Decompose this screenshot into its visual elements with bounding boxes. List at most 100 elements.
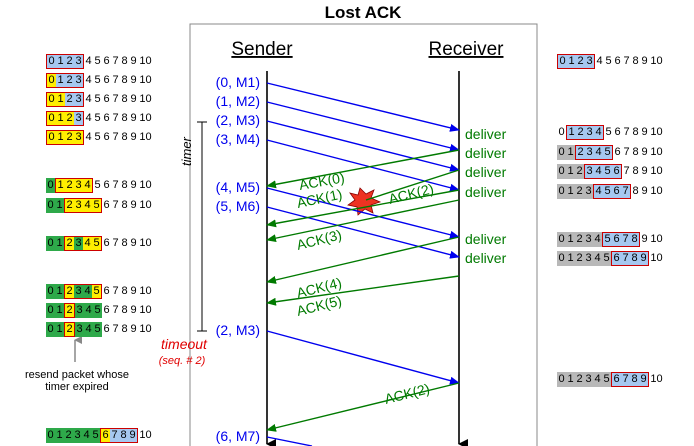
seq-cell: 1 [566, 164, 575, 179]
deliver-label: deliver [465, 145, 507, 161]
seq-cell: 5 [602, 232, 612, 247]
sender-label: Sender [231, 39, 293, 60]
seq-cell: 4 [82, 428, 91, 443]
seq-cell: 0 [557, 251, 566, 266]
seq-cell: 5 [602, 251, 611, 266]
seq-cell: 6 [614, 55, 621, 67]
ack-label: ACK(3) [295, 226, 343, 253]
ack-arrow [266, 199, 460, 243]
seq-cell: 2 [64, 198, 74, 213]
seq-cell: 3 [584, 232, 593, 247]
seq-cell: 6 [611, 372, 621, 387]
seq-cell: 1 [566, 125, 576, 140]
seq-cell: 6 [103, 237, 110, 249]
seq-cell: 1 [55, 322, 64, 337]
seq-cell: 7 [621, 251, 630, 266]
sender-event-label: (2, M3) [216, 322, 260, 338]
deliver-label: deliver [465, 164, 507, 180]
seq-cell: 1 [566, 372, 575, 387]
seq-cell: 6 [103, 199, 110, 211]
seq-cell: 2 [575, 232, 584, 247]
seq-cell: 5 [603, 164, 612, 179]
seq-cell: 1 [56, 73, 65, 88]
seq-cell: 8 [121, 112, 128, 124]
seq-cell: 9 [641, 185, 648, 197]
seq-cell: 3 [74, 92, 84, 107]
seq-cell: 2 [64, 284, 74, 299]
ack-label: ACK(2) [383, 380, 431, 407]
sender-event-label: (3, M4) [216, 131, 260, 147]
seq-cell: 10 [139, 199, 152, 211]
seq-cell: 0 [557, 164, 566, 179]
seq-cell: 3 [585, 145, 594, 160]
seq-cell: 3 [74, 236, 83, 251]
seq-cell: 0 [557, 145, 566, 160]
seq-cell: 7 [112, 74, 119, 86]
seq-cell: 10 [650, 185, 663, 197]
seq-cell: 8 [630, 232, 640, 247]
seq-cell: 10 [650, 373, 663, 385]
seq-cell: 9 [130, 55, 137, 67]
seq-cell: 0 [46, 178, 55, 193]
deliver-label: deliver [465, 126, 507, 142]
data-packet-arrow [266, 436, 313, 446]
seq-cell: 9 [130, 237, 137, 249]
seq-cell: 2 [64, 303, 75, 318]
seq-cell: 10 [650, 252, 663, 264]
seq-cell: 1 [566, 232, 575, 247]
data-packet-arrow [266, 82, 460, 132]
seq-cell: 2 [65, 73, 74, 88]
seq-cell: 5 [603, 145, 613, 160]
seq-cell: 8 [121, 74, 128, 86]
seq-cell: 6 [611, 251, 621, 266]
seq-cell: 6 [612, 232, 621, 247]
seq-cell: 5 [605, 55, 612, 67]
seq-cell: 7 [621, 372, 630, 387]
seq-cell: 4 [85, 112, 92, 124]
seq-cell: 4 [593, 372, 602, 387]
seq-cell: 10 [650, 126, 663, 138]
seq-cell: 0 [46, 284, 55, 299]
seq-cell: 3 [584, 251, 593, 266]
seq-cell: 4 [85, 93, 92, 105]
seq-cell: 1 [56, 130, 65, 145]
seq-cell: 7 [112, 285, 119, 297]
seq-cell: 1 [56, 54, 65, 69]
seq-cell: 5 [603, 184, 612, 199]
seq-cell: 5 [94, 55, 101, 67]
seq-cell: 8 [632, 126, 639, 138]
seq-cell: 0 [46, 198, 55, 213]
seq-cell: 0 [46, 92, 56, 107]
seq-cell: 3 [584, 184, 593, 199]
ack-label: ACK(0) [298, 169, 346, 193]
seq-cell: 5 [92, 284, 102, 299]
seq-cell: 2 [65, 92, 74, 107]
seq-cell: 0 [46, 54, 56, 69]
seq-cell: 3 [75, 322, 84, 337]
seq-cell: 3 [585, 125, 594, 140]
seq-cell: 2 [65, 54, 74, 69]
seq-cell: 10 [650, 165, 663, 177]
seq-cell: 4 [596, 55, 603, 67]
seq-cell: 4 [85, 74, 92, 86]
seq-cell: 3 [74, 198, 83, 213]
seq-cell: 3 [74, 284, 83, 299]
data-packet-arrow [266, 206, 460, 259]
seq-cell: 2 [576, 54, 585, 69]
seq-cell: 5 [94, 131, 101, 143]
resend-note-line1: resend packet whose [25, 369, 129, 381]
seq-cell: 7 [623, 126, 630, 138]
seq-cell: 9 [130, 74, 137, 86]
seq-cell: 7 [112, 199, 119, 211]
data-packet-arrow [266, 120, 460, 172]
diagram-title: Lost ACK [325, 3, 403, 22]
